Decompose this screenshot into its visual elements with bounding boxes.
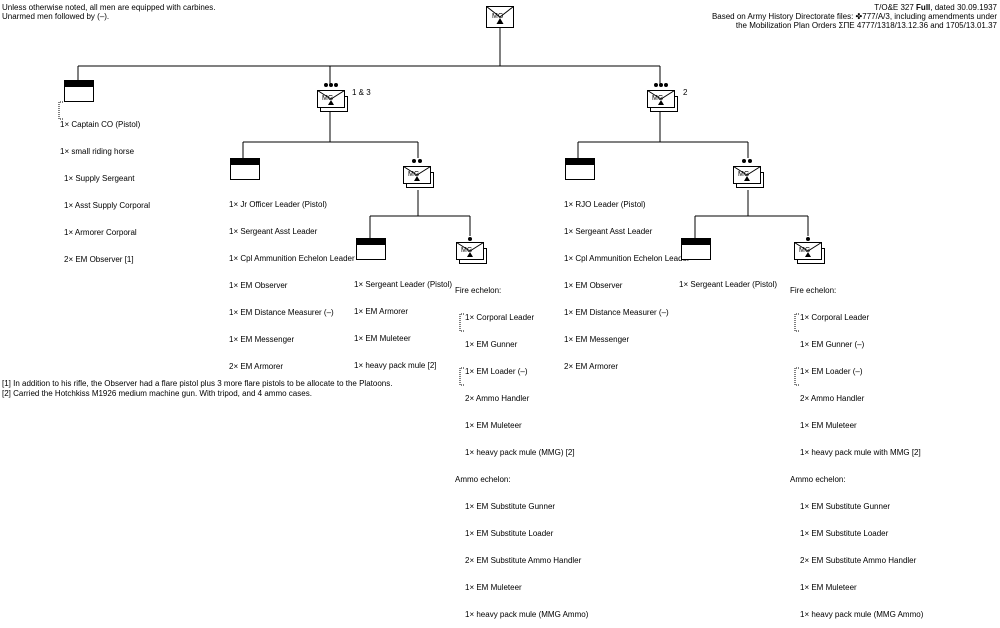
svg-text:MG: MG <box>461 247 472 254</box>
company-b-hq-symbol <box>565 158 595 180</box>
company-a-platoon-hq-list: 1× Sergeant Leader (Pistol) 1× EM Armore… <box>354 280 453 370</box>
toe-source: Based on Army History Directorate files:… <box>711 12 997 21</box>
toe-title: T/O&E 327 Full, dated 30.09.1937 <box>874 3 997 12</box>
company-a-hq-list: 1× Jr Officer Leader (Pistol) 1× Sergean… <box>229 200 355 371</box>
svg-text:MG: MG <box>652 95 663 102</box>
company-a-label: 1 & 3 <box>352 88 371 97</box>
company-b-symbol: MG <box>646 82 690 119</box>
company-b-platoon-symbol: MG <box>732 158 768 195</box>
org-chart-connectors <box>77 28 809 238</box>
company-a-hq-symbol <box>230 158 260 180</box>
footnote-1: [1] In addition to his rifle, the Observ… <box>2 379 393 388</box>
company-a-symbol: MG <box>316 82 360 119</box>
company-a-platoon-hq-symbol <box>356 238 386 260</box>
svg-text:MG: MG <box>492 13 503 20</box>
svg-text:MG: MG <box>799 247 810 254</box>
battalion-hq-list: 1× Captain CO (Pistol) 1× small riding h… <box>60 120 151 264</box>
company-b-label: 2 <box>683 88 688 97</box>
svg-text:MG: MG <box>738 171 749 178</box>
toe-source-orders: the Mobilization Plan Orders ΣΠΕ 4777/13… <box>735 21 997 30</box>
battalion-hq-symbol <box>64 80 94 102</box>
header-note-carbines: Unless otherwise noted, all men are equi… <box>2 3 216 12</box>
svg-text:MG: MG <box>322 95 333 102</box>
mule-bracket-icon <box>794 367 799 386</box>
svg-text:MG: MG <box>408 171 419 178</box>
company-a-squad-symbol: MG <box>455 236 489 271</box>
top-mg-unit-symbol: MG <box>486 6 514 33</box>
company-a-platoon-symbol: MG <box>402 158 438 195</box>
company-b-hq-list: 1× RJO Leader (Pistol) 1× Sergeant Asst … <box>564 200 690 371</box>
footnote-2: [2] Carried the Hotchkiss M1926 medium m… <box>2 389 312 398</box>
header-note-unarmed: Unarmed men followed by (–). <box>2 12 110 21</box>
company-b-squad-symbol: MG <box>793 236 827 271</box>
company-b-platoon-hq-symbol <box>681 238 711 260</box>
mule-bracket-icon <box>459 313 464 332</box>
mule-bracket-icon <box>58 101 63 120</box>
mule-bracket-icon <box>794 313 799 332</box>
company-b-platoon-hq-list: 1× Sergeant Leader (Pistol) <box>679 280 778 289</box>
mule-bracket-icon <box>459 367 464 386</box>
company-b-squad-list: Fire echelon: 1× Corporal Leader 1× EM G… <box>790 286 924 619</box>
